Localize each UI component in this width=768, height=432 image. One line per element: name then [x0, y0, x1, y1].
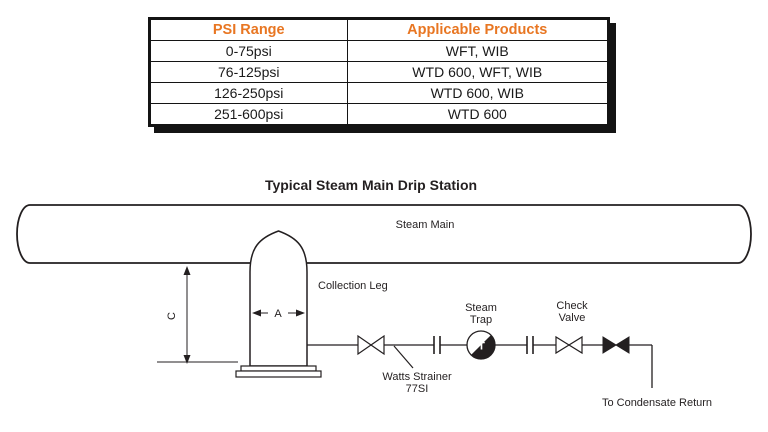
- steam-main-label: Steam Main: [396, 219, 455, 231]
- union-fitting-icon: [526, 336, 534, 354]
- collection-leg-label: Collection Leg: [318, 280, 388, 292]
- check-valve-label-line2: Valve: [559, 312, 586, 324]
- collection-leg: [235, 230, 322, 378]
- pipe-end-left: [16, 204, 31, 264]
- steam-trap-icon: [466, 330, 496, 360]
- dimension-c-arrow-up: [183, 266, 191, 275]
- diagram-title: Typical Steam Main Drip Station: [265, 177, 477, 193]
- column-header-applicable-products: Applicable Products: [346, 19, 608, 41]
- condensate-return-label: To Condensate Return: [602, 397, 712, 409]
- pipe-end-right: [737, 204, 752, 264]
- dimension-c: [157, 266, 238, 364]
- dimension-a: [252, 309, 305, 317]
- dimension-a-arrow-left: [252, 309, 261, 317]
- psi-range-cell: 126-250psi: [150, 82, 348, 104]
- table-row: 126-250psi WTD 600, WIB: [150, 82, 608, 104]
- strainer-icon: [393, 345, 414, 369]
- psi-range-cell: 251-600psi: [150, 103, 348, 125]
- steam-main-pipe: [16, 204, 752, 264]
- table-row: 251-600psi WTD 600: [150, 103, 608, 125]
- dimension-a-arrow-right: [296, 309, 305, 317]
- strainer-label-line2: 77SI: [406, 383, 429, 395]
- steam-trap-label-line2: Trap: [470, 314, 492, 326]
- table-row: 0-75psi WFT, WIB: [150, 40, 608, 62]
- collection-leg-body: [249, 230, 308, 367]
- flange-upper: [240, 365, 317, 372]
- dimension-c-arrow-down: [183, 355, 191, 364]
- union-fitting-icon: [433, 336, 441, 354]
- column-header-psi-range: PSI Range: [150, 19, 348, 41]
- psi-range-cell: 0-75psi: [150, 40, 348, 62]
- dimension-a-label: A: [274, 308, 282, 320]
- steam-trap-label-line1: Steam: [465, 302, 497, 314]
- products-cell: WTD 600: [346, 103, 608, 125]
- table-row: 76-125psi WTD 600, WFT, WIB: [150, 61, 608, 83]
- check-valve-label-line1: Check: [556, 300, 588, 312]
- products-cell: WTD 600, WFT, WIB: [346, 61, 608, 83]
- check-valve-icon: [555, 335, 583, 355]
- dimension-c-label: C: [166, 312, 178, 320]
- shutoff-valve-icon: [602, 336, 630, 354]
- psi-range-cell: 76-125psi: [150, 61, 348, 83]
- psi-product-table: PSI Range Applicable Products 0-75psi WF…: [148, 17, 610, 127]
- gate-valve-icon: [357, 334, 385, 356]
- products-cell: WFT, WIB: [346, 40, 608, 62]
- strainer-label-line1: Watts Strainer: [382, 371, 452, 383]
- table-header-row: PSI Range Applicable Products: [150, 19, 608, 41]
- products-cell: WTD 600, WIB: [346, 82, 608, 104]
- flange-base: [235, 370, 322, 378]
- steam-trap-letter: T: [478, 341, 485, 353]
- drain-line: [307, 344, 653, 388]
